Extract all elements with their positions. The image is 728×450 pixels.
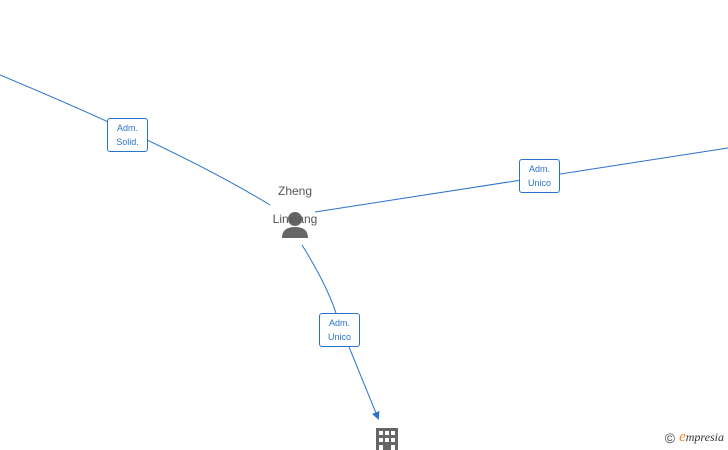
person-icon[interactable] xyxy=(282,212,308,238)
edge-label-adm-solid[interactable]: Adm. Solid. xyxy=(107,118,148,152)
copyright-symbol: © xyxy=(664,429,676,446)
building-icon[interactable] xyxy=(376,428,398,450)
edge-line-left xyxy=(0,74,271,206)
brand-initial: e xyxy=(679,429,686,445)
brand-name: mpresia xyxy=(685,430,724,444)
person-name-line2: Linxiang xyxy=(272,212,318,226)
edge-label-adm-unico-right[interactable]: Adm. Unico xyxy=(519,159,560,193)
edge-label-adm-unico-down[interactable]: Adm. Unico xyxy=(319,313,360,347)
empresia-logo: © empresia xyxy=(665,429,724,446)
person-name[interactable]: Zheng Linxiang xyxy=(255,170,335,226)
person-name-line1: Zheng xyxy=(277,184,313,198)
